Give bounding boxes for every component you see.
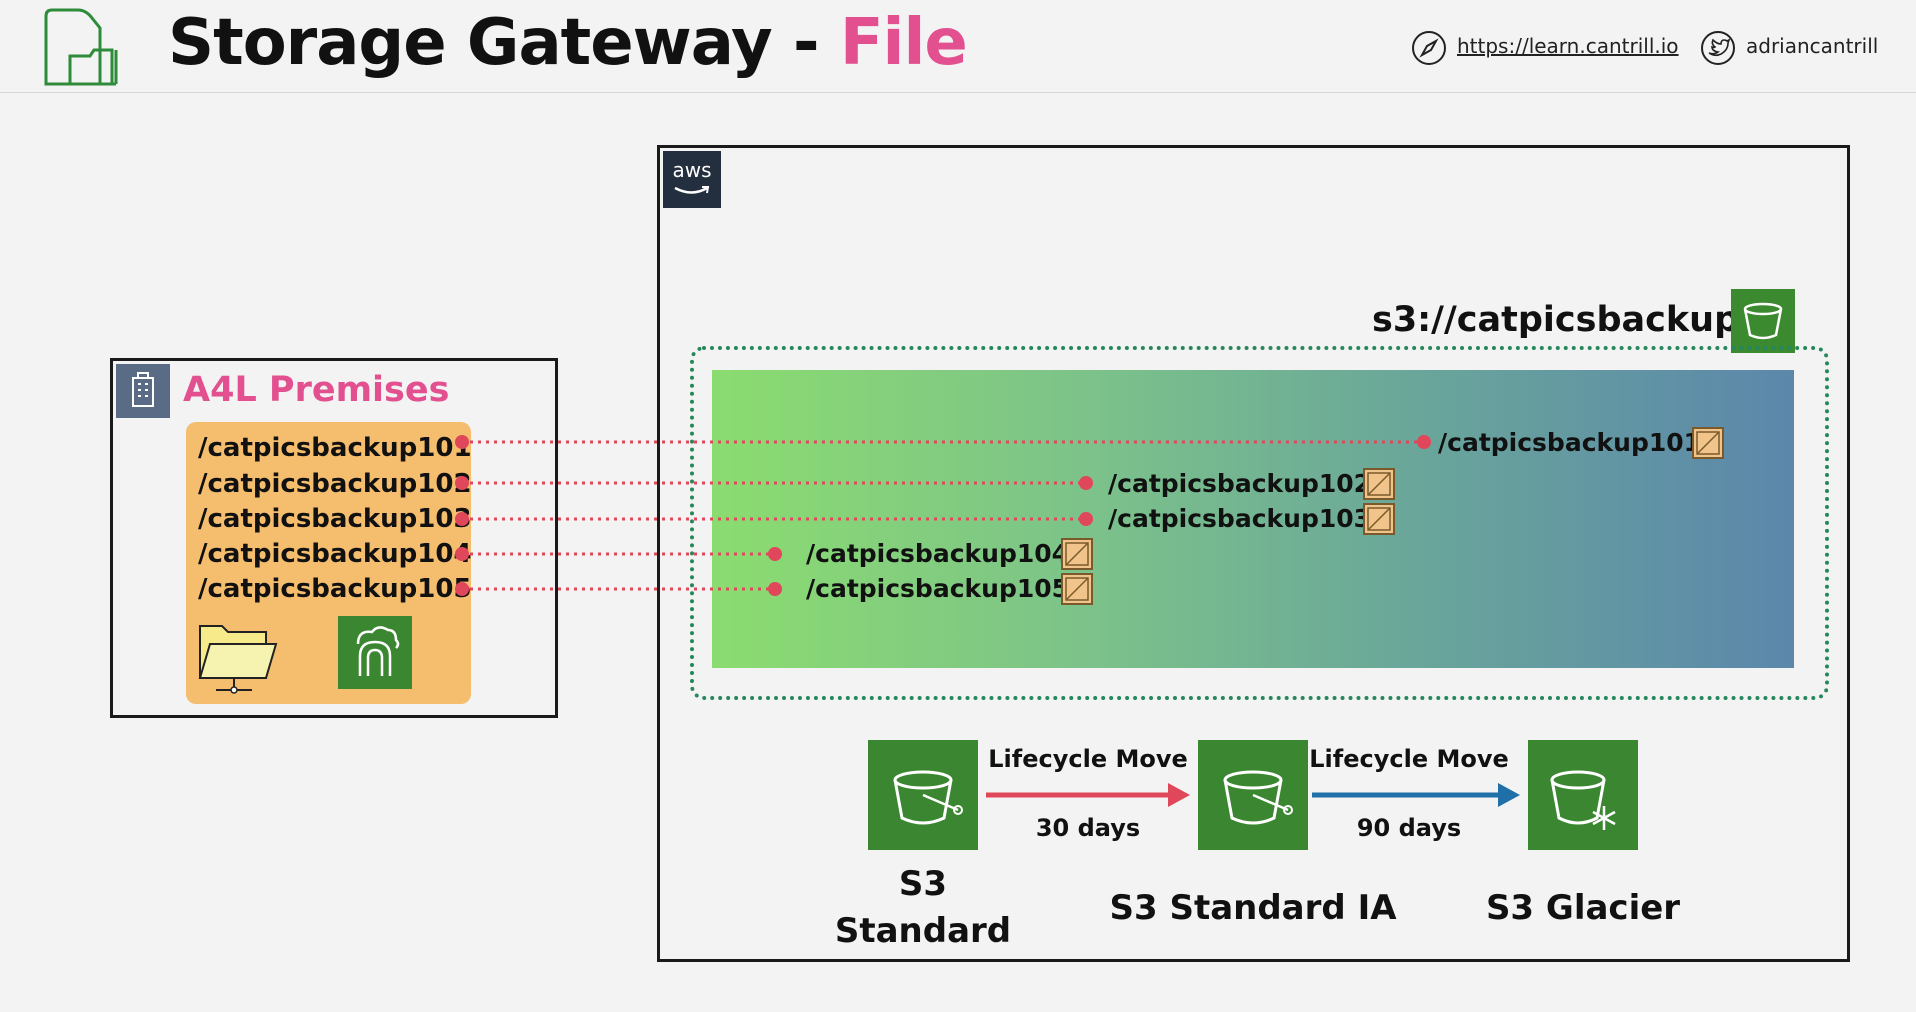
transition-2-days: 90 days [1356,814,1462,842]
twitter-handle[interactable]: adriancantrill [1746,34,1879,58]
premises-share-103: /catpicsbackup103 [198,504,472,534]
compass-icon [1412,31,1446,65]
transition-2-label: Lifecycle Move [1309,745,1509,773]
title-main: Storage Gateway - [168,6,840,80]
s3-object-104: /catpicsbackup104 [806,539,1070,568]
s3-object-icon [1061,538,1093,570]
s3-standard-ia-icon [1198,740,1308,850]
premises-share-105: /catpicsbackup105 [198,574,472,604]
s3-object-103: /catpicsbackup103 [1108,504,1372,533]
class-standard-line1: S3 [898,864,948,904]
s3-object-101: /catpicsbackup101 [1438,428,1702,457]
s3-object-icon [1061,573,1093,605]
aws-logo-icon: aws [663,151,721,208]
network-folder-icon [198,625,278,694]
transition-1-label: Lifecycle Move [988,745,1188,773]
transition-1-days: 30 days [1035,814,1141,842]
bucket-name: s3://catpicsbackups [1372,300,1760,340]
class-standard-line2: Standard [834,911,1012,951]
s3-standard-icon [868,740,978,850]
premises-share-102: /catpicsbackup102 [198,469,472,499]
class-glacier: S3 Glacier [1485,888,1681,928]
storage-gateway-icon [338,616,412,689]
premises-title: A4L Premises [183,370,450,410]
storage-gateway-logo-icon [44,8,118,86]
premises-share-101: /catpicsbackup101 [198,433,472,463]
s3-object-102: /catpicsbackup102 [1108,469,1372,498]
twitter-icon [1701,31,1735,65]
s3-bucket-icon [1731,289,1795,353]
s3-glacier-icon [1528,740,1638,850]
aws-cloud-box [657,145,1850,962]
premises-share-104: /catpicsbackup104 [198,539,472,569]
bucket-contents [712,370,1794,668]
s3-object-icon [1692,427,1724,459]
s3-object-icon [1363,468,1395,500]
title-highlight: File [839,6,968,80]
building-icon [116,364,170,418]
header [0,0,1916,93]
class-standard-ia: S3 Standard IA [1109,888,1397,928]
s3-object-105: /catpicsbackup105 [806,574,1070,603]
bucket-boundary [690,346,1829,700]
aws-logo-text: aws [672,158,712,182]
website-link[interactable]: https://learn.cantrill.io [1457,34,1679,58]
s3-object-icon [1363,503,1395,535]
page-title: Storage Gateway - File [168,6,968,80]
